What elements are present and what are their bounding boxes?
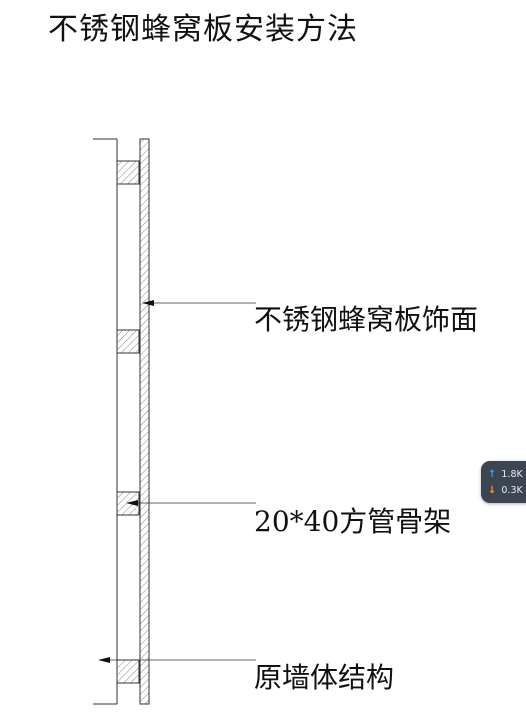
leader-panel — [142, 300, 256, 306]
diagram-title: 不锈钢蜂窝板安装方法 — [48, 12, 358, 47]
square-tube-block-4 — [116, 659, 140, 684]
label-panel-finish: 不锈钢蜂窝板饰面 — [254, 303, 479, 336]
upload-row: ↑ 1.8K — [488, 469, 523, 480]
download-arrow-icon: ↓ — [488, 484, 497, 496]
download-speed: 0.3K — [501, 485, 523, 496]
square-tube-block-1 — [116, 160, 140, 185]
upload-arrow-icon: ↑ — [488, 468, 497, 480]
honeycomb-panel — [139, 138, 150, 705]
square-tube-block-2 — [116, 329, 140, 354]
download-row: ↓ 0.3K — [488, 485, 523, 496]
label-original-wall: 原墙体结构 — [254, 661, 395, 694]
network-speed-widget[interactable]: ↑ 1.8K ↓ 0.3K — [481, 461, 526, 503]
leader-wall — [98, 657, 256, 663]
upload-speed: 1.8K — [501, 469, 523, 480]
leader-tube — [126, 500, 256, 506]
label-square-tube-frame: 20*40方管骨架 — [254, 505, 452, 538]
wall-structure-line — [93, 138, 118, 705]
